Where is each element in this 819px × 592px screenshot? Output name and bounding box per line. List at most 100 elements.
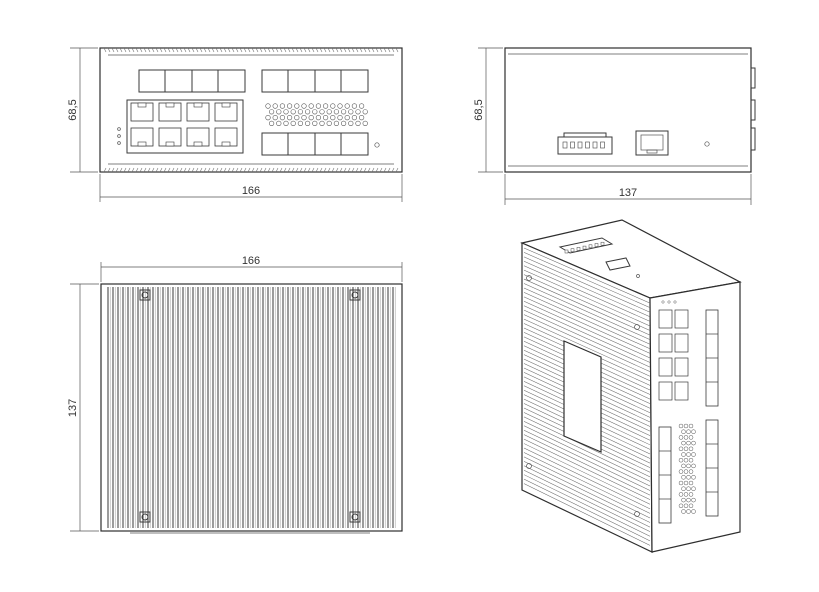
serration-tick [187, 47, 191, 53]
serration-tick [219, 167, 223, 173]
iso-led-dot [691, 429, 696, 434]
terminal-screws [562, 141, 605, 149]
led-dot [269, 120, 275, 126]
iso-rj45-port [658, 309, 673, 329]
led-dot [279, 114, 286, 121]
serration-tick [167, 167, 171, 173]
led-dot [287, 103, 293, 109]
iso-led-dot [683, 457, 689, 463]
rj45-latch [193, 141, 203, 147]
led-dot [362, 120, 368, 126]
led-dot [359, 103, 365, 109]
rj45-port-block [126, 99, 244, 154]
serration-tick [175, 47, 179, 53]
serration-tick [171, 47, 175, 53]
serration-tick [323, 167, 327, 173]
iso-led-dot [688, 423, 694, 429]
serration-tick [343, 47, 347, 53]
iso-rj45-port [674, 357, 689, 377]
iso-led-dot [688, 503, 694, 509]
serration-tick [367, 167, 371, 173]
status-led [117, 127, 121, 131]
iso-led-dot [678, 480, 684, 486]
serration-tick [283, 47, 287, 53]
iso-led-dot [686, 486, 691, 491]
din-clip [750, 99, 756, 121]
serration-tick [363, 167, 367, 173]
serration-tick [139, 167, 143, 173]
serration-tick [355, 47, 359, 53]
iso-led [661, 300, 665, 304]
serration-tick [255, 47, 259, 53]
rj45-port-icon [158, 102, 182, 122]
iso-led-dot [686, 509, 691, 514]
iso-fin [523, 305, 651, 363]
serration-tick [395, 167, 399, 173]
serration-tick [135, 47, 139, 53]
serration-tick [375, 47, 379, 53]
led-dot [308, 103, 314, 109]
led-dot [337, 103, 343, 109]
serration-tick [171, 167, 175, 173]
mount-screw [139, 511, 151, 523]
serration-tick [259, 47, 263, 53]
iso-fin [523, 265, 651, 322]
led-dot [305, 120, 311, 126]
serration-tick [143, 167, 147, 173]
serration-tick [339, 47, 343, 53]
serration-tick [235, 167, 239, 173]
serration-tick [211, 47, 215, 53]
serration-tick [387, 167, 391, 173]
iso-led-dot [681, 452, 686, 457]
serration-tick [243, 167, 247, 173]
serration-tick [271, 167, 275, 173]
serration-tick [127, 47, 131, 53]
serration-tick [115, 47, 119, 53]
bottom-view: 166 137 [67, 255, 403, 534]
iso-led-dot [681, 486, 686, 491]
iso-led-dot [683, 435, 689, 440]
serration-tick [379, 167, 383, 173]
iso-screw [526, 275, 532, 281]
serration-tick [123, 167, 127, 173]
iso-led-dot [691, 486, 696, 491]
led-dot [315, 103, 322, 109]
led-dot [315, 114, 322, 121]
mount-screw [349, 289, 361, 301]
rj45-port-icon [130, 127, 154, 147]
iso-led-dot [691, 497, 696, 503]
serration-tick [315, 167, 319, 173]
side-view: 137 68,5 [473, 47, 756, 205]
side-width-label: 137 [619, 187, 637, 199]
iso-led-dot [688, 469, 694, 474]
serration-tick [267, 167, 271, 173]
led-dot [279, 103, 286, 109]
heatsink-fins [107, 287, 396, 528]
serration-tick [359, 167, 363, 173]
serration-tick [339, 167, 343, 173]
iso-fin [523, 318, 651, 377]
serration-tick [175, 167, 179, 173]
serration-tick [287, 47, 291, 53]
iso-fin [523, 274, 651, 331]
iso-led [667, 300, 671, 304]
serration-tick [343, 167, 347, 173]
serration-tick [271, 47, 275, 53]
iso-fin [523, 283, 651, 340]
serration-tick [307, 47, 311, 53]
serration-tick [107, 47, 111, 53]
led-dot [344, 103, 350, 109]
led-dot [319, 109, 325, 115]
serration-tick [279, 167, 283, 173]
iso-led-dot [688, 492, 694, 497]
led-dot [265, 103, 271, 109]
serration-tick [287, 167, 291, 173]
rj45-latch [137, 102, 147, 108]
serration-tick [311, 47, 315, 53]
serration-tick [319, 167, 323, 173]
iso-fin [523, 421, 651, 482]
led-dot [351, 114, 358, 121]
serration-tick [163, 167, 167, 173]
serration-tick [207, 167, 211, 173]
serration-tick [375, 167, 379, 173]
